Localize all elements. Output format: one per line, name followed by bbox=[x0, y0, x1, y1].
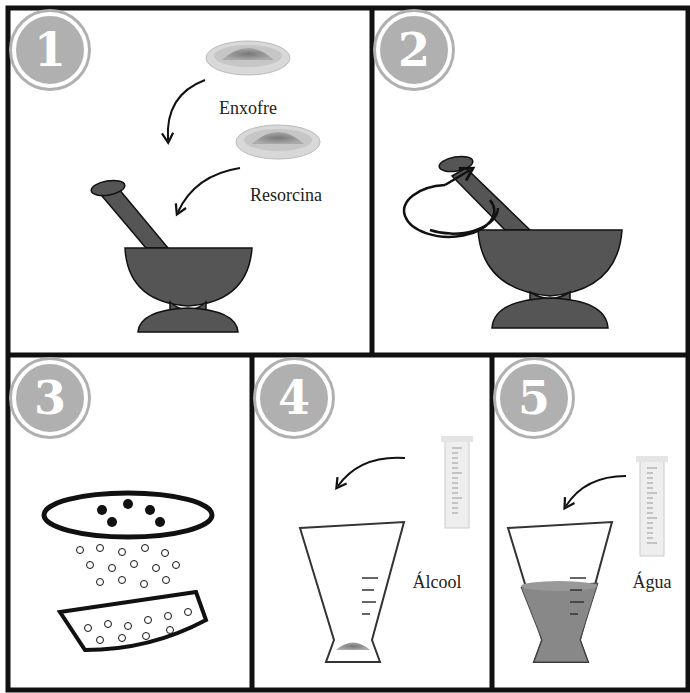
pestle bbox=[102, 188, 168, 248]
resorcinol-dish bbox=[236, 125, 320, 159]
mortar bbox=[90, 178, 252, 332]
sulfur-dish bbox=[206, 41, 290, 75]
panel-frames bbox=[8, 8, 688, 690]
falling-particles bbox=[77, 545, 180, 588]
sieve bbox=[44, 493, 212, 537]
step-number: 2 bbox=[376, 12, 452, 88]
beaker bbox=[300, 522, 404, 662]
bowl bbox=[60, 592, 206, 650]
graduated-cylinder bbox=[636, 456, 668, 556]
step-number: 3 bbox=[12, 360, 88, 436]
ingredient-label: Enxofre bbox=[219, 98, 277, 119]
rotation-arrow bbox=[404, 185, 498, 237]
step-number: 1 bbox=[12, 12, 88, 88]
step-number: 5 bbox=[496, 360, 572, 436]
step-number-text: 3 bbox=[34, 375, 66, 421]
liquid-surface bbox=[521, 581, 597, 591]
arrow bbox=[168, 80, 205, 140]
rotation-arrow-head bbox=[445, 170, 470, 185]
arrow bbox=[338, 458, 405, 486]
ingredient-label: Álcool bbox=[413, 572, 462, 593]
step-number-text: 4 bbox=[278, 375, 310, 421]
step-number-text: 2 bbox=[398, 27, 430, 73]
step-number-text: 1 bbox=[34, 27, 66, 73]
step-number: 4 bbox=[256, 360, 332, 436]
graduated-cylinder bbox=[441, 436, 473, 528]
arrow bbox=[178, 168, 240, 212]
mortar bbox=[438, 154, 622, 328]
step-number-text: 5 bbox=[518, 375, 550, 421]
ingredient-label: Água bbox=[633, 572, 672, 593]
pestle-knob bbox=[90, 178, 126, 198]
arrow bbox=[566, 476, 626, 506]
ingredient-label: Resorcina bbox=[250, 185, 322, 206]
beaker bbox=[508, 522, 612, 662]
